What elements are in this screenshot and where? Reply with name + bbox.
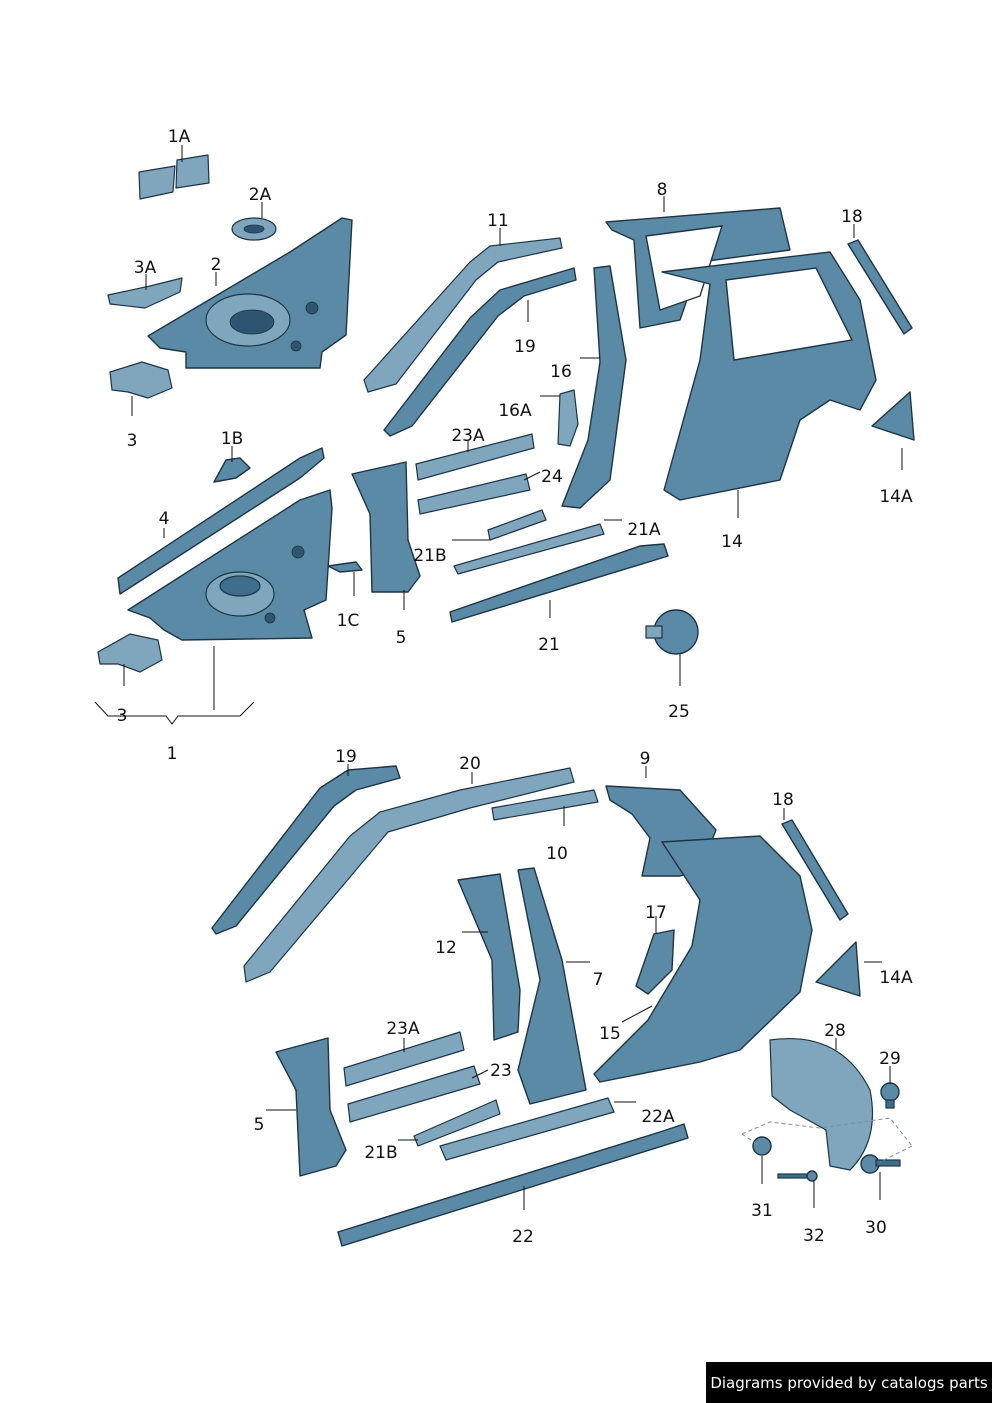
callout-1A: 1A [168,127,191,147]
callout-18-bottom: 18 [772,790,794,810]
callout-18-top: 18 [841,207,863,227]
callout-17: 17 [645,903,667,923]
part-4-rail [117,447,325,595]
part-18-strip-top [847,239,913,335]
part-22-side-sill [337,1123,689,1247]
part-12-b-pillar-inner [457,873,521,1041]
part-23-sill [347,1065,481,1123]
part-5-pillar-bottom [275,1037,347,1177]
callout-5-bottom: 5 [254,1115,265,1135]
part-3-bracket-top [109,361,173,399]
part-1B-bracket [213,457,251,483]
part-25-fuel-flap [645,609,699,655]
attribution-text: Diagrams provided by catalogs parts [710,1373,988,1392]
part-22A-sill-outer [439,1097,615,1161]
part-3A-bracket [107,277,183,309]
part-2-wheelhouse [147,217,353,369]
part-1C-clip [327,561,363,573]
part-29-clip [880,1082,900,1109]
callout-1B: 1B [221,429,243,449]
leader-lines [94,145,903,1210]
callout-30: 30 [865,1218,887,1238]
part-21A-sill-outer [453,523,605,575]
callout-4: 4 [159,509,170,529]
callout-12: 12 [435,938,457,958]
callout-3-top: 3 [127,431,138,451]
callout-25: 25 [668,702,690,722]
callout-8: 8 [657,180,668,200]
callout-19-top: 19 [514,337,536,357]
callout-19-bottom: 19 [335,747,357,767]
callout-24: 24 [541,467,563,487]
part-30-screw [860,1154,901,1174]
callout-7: 7 [593,970,604,990]
part-7-b-pillar [517,867,587,1105]
part-5-pillar-top [351,461,421,593]
part-20-roof-frame [243,767,575,983]
part-23A-sill [415,433,535,481]
attribution-badge: Diagrams provided by catalogs parts [706,1362,992,1403]
part-1A-patch [138,154,210,200]
callout-2A: 2A [249,185,272,205]
callout-21B-top: 21B [413,546,446,566]
callout-23: 23 [490,1061,512,1081]
part-16A-reinforcement [557,389,579,447]
part-14A-triangle-bottom [815,941,861,997]
part-21B-bracket-lower [413,1099,501,1147]
part-21-side-sill [449,543,669,623]
part-23A-sill-lower [343,1031,465,1087]
callout-14: 14 [721,532,743,552]
callout-15: 15 [599,1024,621,1044]
callout-20: 20 [459,754,481,774]
part-19-a-pillar [383,267,577,437]
part-3-bracket-bottom [97,633,163,673]
callout-32: 32 [803,1226,825,1246]
callout-2: 2 [211,255,222,275]
callout-23A-top: 23A [451,426,485,446]
part-15-quarter-panel-lower [593,835,813,1083]
part-17-reinforcement [635,929,675,995]
mounting-lines [741,1117,913,1163]
part-31-nut [752,1136,772,1156]
part-10-roof-bow [491,789,599,821]
callout-16A: 16A [498,401,532,421]
callout-10: 10 [546,844,568,864]
callout-3-bottom: 3 [117,706,128,726]
callout-11: 11 [487,211,509,231]
callout-21: 21 [538,635,560,655]
part-32-bolt [777,1170,818,1182]
part-2A-ring [231,217,277,241]
callout-3A: 3A [134,258,157,278]
part-16-b-pillar [561,265,627,509]
callout-9: 9 [640,749,651,769]
part-28-wheel-liner [769,1038,874,1171]
callout-21B-bottom: 21B [364,1143,397,1163]
part-8-quarter-inner [605,207,791,329]
callout-22A: 22A [641,1107,675,1127]
part-1-wheelhouse-assembly [127,489,333,641]
part-14A-triangle-top [871,391,915,441]
callout-14A-top: 14A [879,487,913,507]
callout-1: 1 [167,744,178,764]
callout-5-top: 5 [396,628,407,648]
callout-28: 28 [824,1021,846,1041]
callout-23A-bottom: 23A [386,1019,420,1039]
callout-29: 29 [879,1049,901,1069]
part-11-roof-rail [363,237,563,393]
callout-31: 31 [751,1201,773,1221]
part-19-a-pillar-lower [211,765,401,935]
callout-16: 16 [550,362,572,382]
callout-21A: 21A [627,520,661,540]
part-14-quarter-panel [661,251,877,501]
callout-labels: 1A 2A 3A 2 3 1B 4 1C 3 1 11 19 16 16A 23… [117,127,913,1247]
part-21B-bracket [487,509,547,541]
part-24-sill-inner [417,473,531,515]
callout-22: 22 [512,1227,534,1247]
callout-14A-bottom: 14A [879,968,913,988]
callout-1C: 1C [337,611,360,631]
part-18-strip-bottom [781,819,849,921]
